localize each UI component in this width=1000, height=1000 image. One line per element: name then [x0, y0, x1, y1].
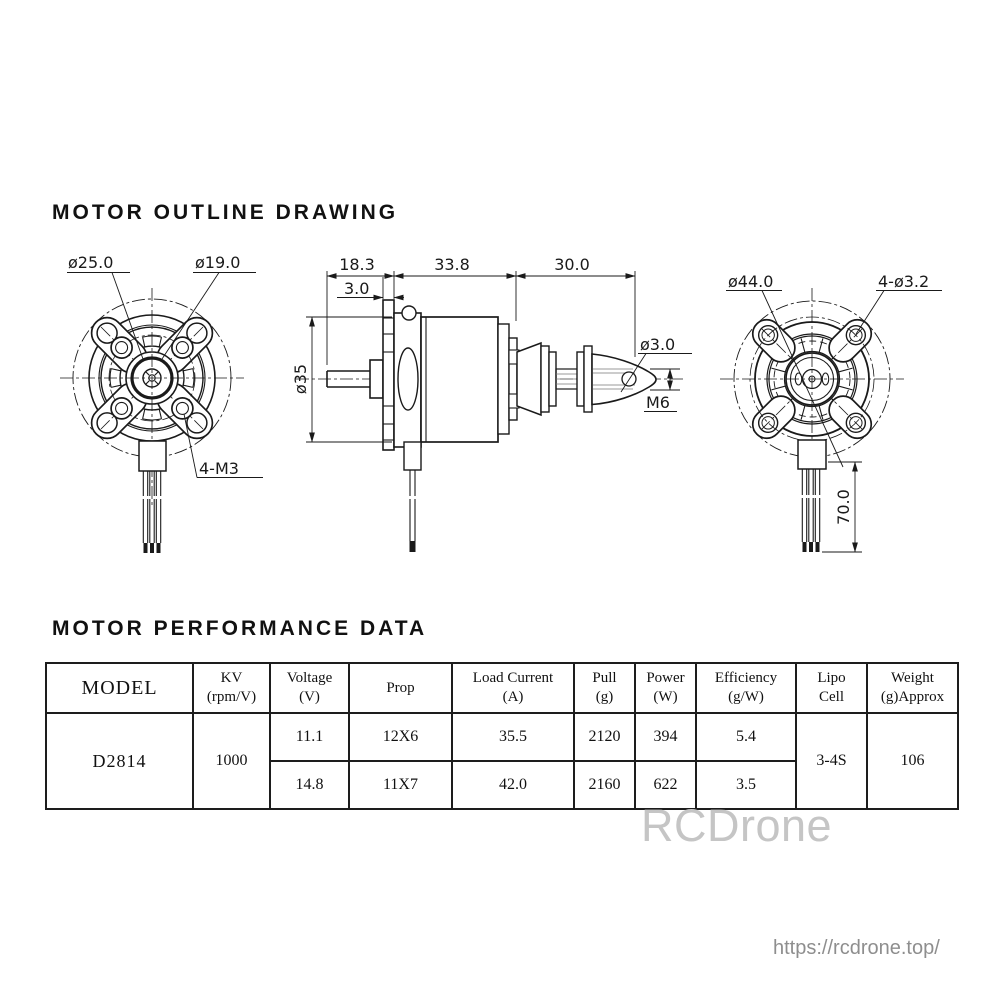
cell-weight: 106: [866, 712, 959, 810]
footer-url: https://rcdrone.top/: [773, 937, 940, 959]
cell-prop-2: 11X7: [348, 760, 453, 810]
shaft-collar: [369, 359, 384, 399]
side-wire: [403, 441, 422, 552]
screw-holes-m3: [110, 336, 194, 420]
front-wires: [138, 440, 167, 553]
data-row-2: 14.8 11X7 42.0 2160 622 3.5: [46, 760, 958, 810]
col-header-prop: Prop: [348, 662, 453, 714]
performance-data-title: MOTOR PERFORMANCE DATA: [52, 617, 428, 640]
dim-body-length: 33.8: [434, 255, 470, 274]
cell-efficiency-1: 5.4: [695, 712, 797, 762]
dim-shaft-thread: M6: [646, 393, 670, 412]
cell-lipo-cell: 3-4S: [795, 712, 868, 810]
dim-mount-holes: 4-ø3.2: [878, 272, 929, 291]
dim-shaft-length: 30.0: [554, 255, 590, 274]
back-view: ø44.0 4-ø3.2 70.0: [720, 272, 942, 553]
cell-model: D2814: [45, 712, 194, 810]
cell-power-2: 622: [634, 760, 697, 810]
cell-load-current-1: 35.5: [451, 712, 575, 762]
header-row: MODEL KV(rpm/V) Voltage(V) Prop Load Cur…: [45, 662, 959, 714]
cell-voltage-1: 11.1: [269, 712, 350, 762]
cell-kv: 1000: [192, 712, 271, 810]
col-header-load-current: Load Current(A): [451, 662, 575, 714]
cell-power-1: 394: [634, 712, 697, 762]
dim-wire-length: 70.0: [834, 489, 853, 525]
col-header-voltage: Voltage(V): [269, 662, 350, 714]
cell-efficiency-2: 3.5: [695, 760, 797, 810]
outline-drawing-title: MOTOR OUTLINE DRAWING: [52, 201, 399, 224]
housing-slot: [397, 347, 419, 411]
dim-hole-dia: ø3.0: [640, 335, 675, 354]
motor-can: [420, 316, 499, 443]
dim-body-dia: ø35: [291, 364, 310, 394]
watermark: RCDrone: [641, 800, 833, 851]
dim-ring-inner-dia: ø19.0: [195, 253, 240, 272]
side-view: 18.3 33.8 30.0 3.0 ø35 ø3.0 M6: [291, 255, 692, 552]
col-header-kv: KV(rpm/V): [192, 662, 271, 714]
col-header-pull: Pull(g): [573, 662, 636, 714]
cell-voltage-2: 14.8: [269, 760, 350, 810]
dim-flange-thickness: 3.0: [344, 279, 369, 298]
dim-rear-length: 18.3: [339, 255, 375, 274]
motor-outline-drawing: ø25.0 ø19.0 4-M3: [60, 253, 942, 553]
prop-adapter-cone: [516, 341, 542, 417]
dim-mount-thread: 4-M3: [199, 459, 239, 478]
cell-pull-1: 2120: [573, 712, 636, 762]
front-view: ø25.0 ø19.0 4-M3: [60, 253, 263, 553]
col-header-efficiency: Efficiency(g/W): [695, 662, 797, 714]
performance-table: MODEL KV(rpm/V) Voltage(V) Prop Load Cur…: [45, 662, 959, 810]
mount-flange: [382, 299, 395, 451]
cell-pull-2: 2160: [573, 760, 636, 810]
col-header-weight: Weight(g)Approx: [866, 662, 959, 714]
cell-load-current-2: 42.0: [451, 760, 575, 810]
dim-outer-dia: ø44.0: [728, 272, 773, 291]
dim-ring-outer-dia: ø25.0: [68, 253, 113, 272]
back-wires: [797, 439, 827, 552]
data-row-1: D2814 1000 11.1 12X6 35.5 2120 394 5.4 3…: [45, 712, 959, 810]
col-header-power: Power(W): [634, 662, 697, 714]
cell-prop-1: 12X6: [348, 712, 453, 762]
col-header-model: MODEL: [45, 662, 194, 714]
